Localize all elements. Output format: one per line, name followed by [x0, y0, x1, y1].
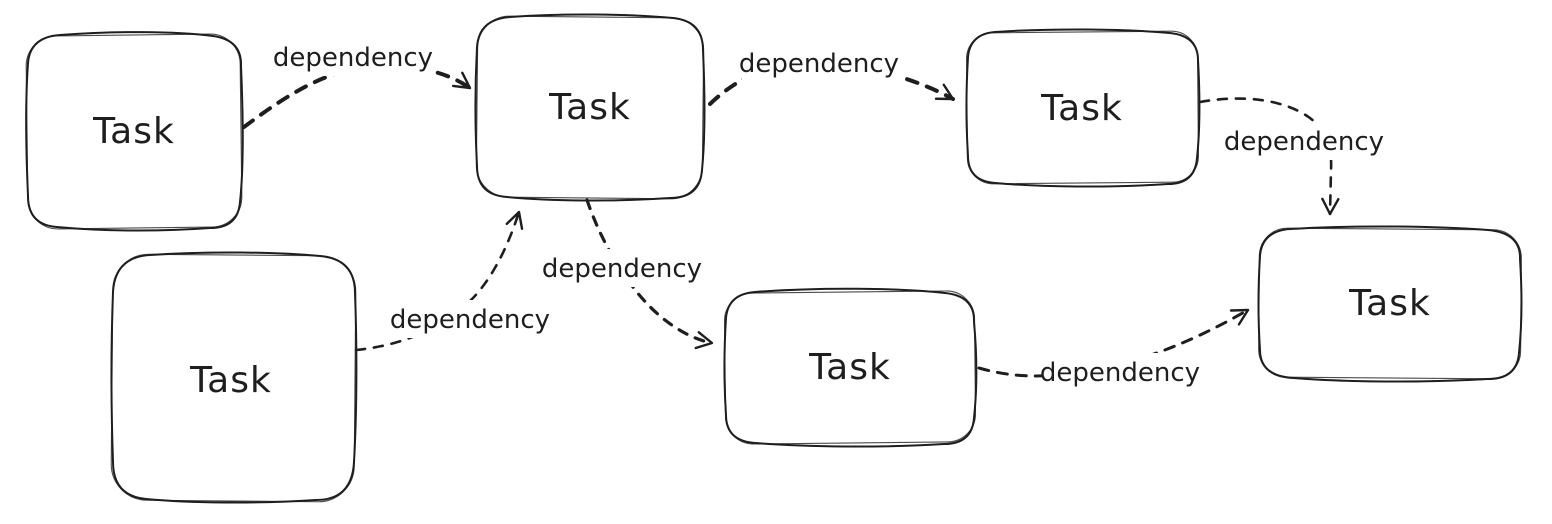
task-node-label: Task [1348, 283, 1431, 324]
dependency-edge-1[interactable]: dependency [242, 38, 472, 129]
edge-label-background [393, 300, 551, 338]
dependency-edge-6[interactable]: dependency [977, 308, 1250, 391]
task-node-1[interactable]: Task [25, 31, 244, 232]
dependency-edge-label: dependency [739, 49, 899, 79]
dependency-edge-5[interactable]: dependency [542, 198, 714, 350]
task-node-5[interactable]: Task [723, 287, 978, 448]
dependency-edge-label: dependency [273, 43, 433, 73]
task-node-label: Task [189, 360, 272, 401]
task-node-label: Task [92, 111, 175, 152]
task-node-3[interactable]: Task [965, 28, 1201, 188]
task-node-6[interactable]: Task [1257, 225, 1523, 383]
task-node-label: Task [548, 87, 631, 128]
dependency-edge-label: dependency [390, 305, 550, 335]
edge-label-background [272, 38, 430, 76]
dependency-edge-label: dependency [1224, 127, 1384, 157]
edge-label-background [1042, 353, 1200, 391]
task-node-2[interactable]: Task [474, 13, 706, 202]
dependency-edge-label: dependency [542, 254, 702, 284]
dependency-edge-4[interactable]: dependency [354, 210, 551, 352]
edge-label-background [742, 44, 900, 82]
dependency-edge-label: dependency [1040, 358, 1200, 388]
task-node-label: Task [808, 347, 891, 388]
dependency-edge-2[interactable]: dependency [708, 44, 955, 106]
task-node-4[interactable]: Task [110, 251, 358, 504]
edge-label-background [545, 249, 703, 287]
dependency-edge-3[interactable]: dependency [1198, 97, 1385, 216]
task-node-label: Task [1040, 88, 1123, 129]
edge-label-background [1227, 122, 1385, 160]
